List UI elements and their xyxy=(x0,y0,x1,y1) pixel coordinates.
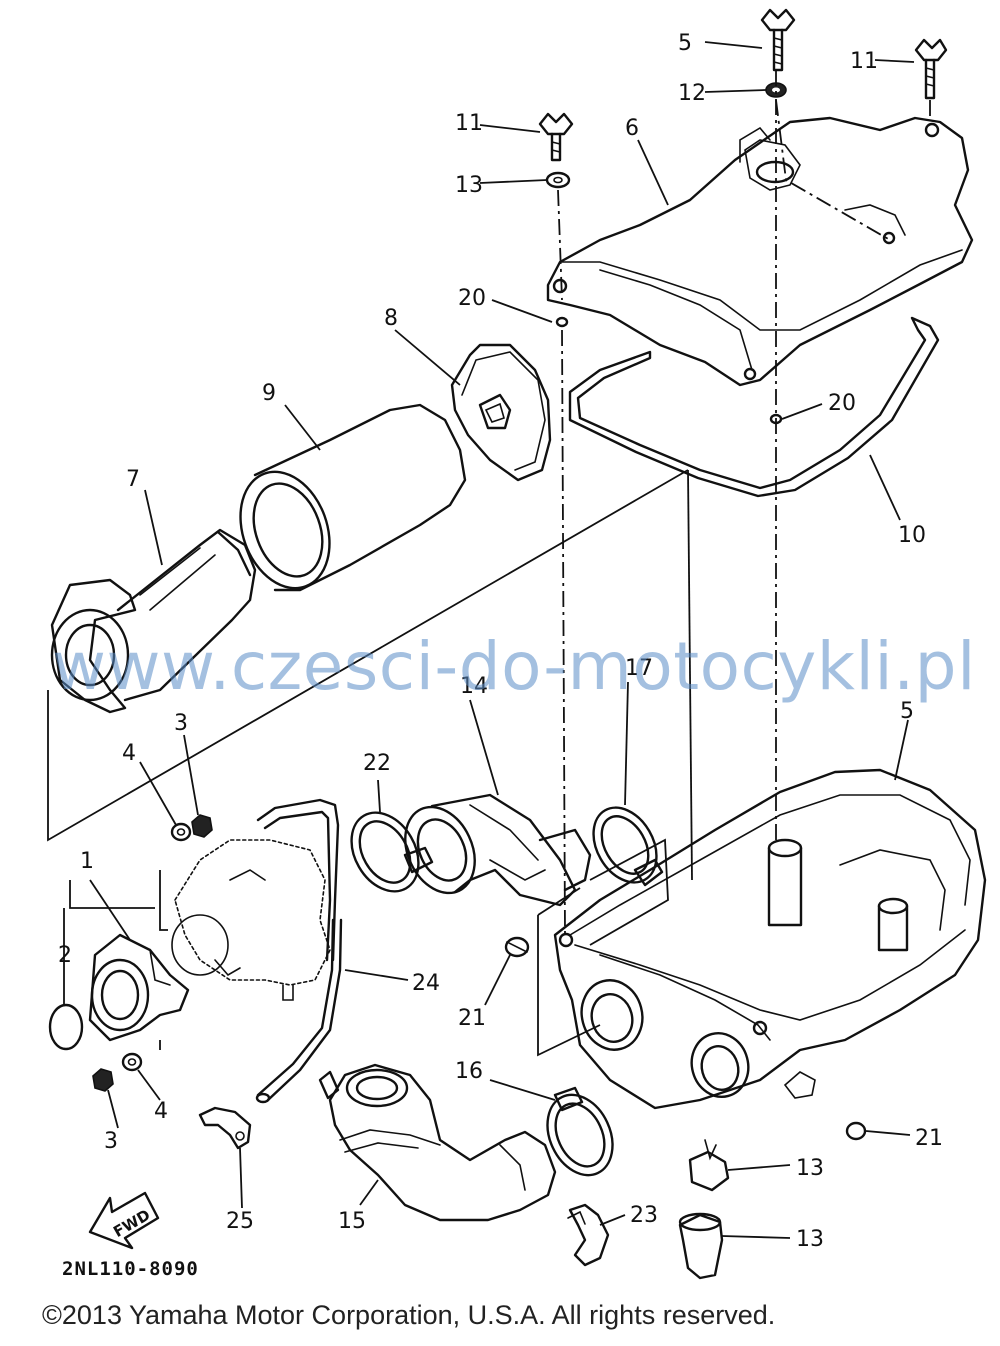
element-part-9 xyxy=(239,403,467,592)
part-number-labels: 5 12 11 11 13 6 20 20 8 9 7 10 5 14 17 2… xyxy=(58,31,943,1252)
part-label-15: 13 xyxy=(796,1156,824,1181)
part-label-7: 7 xyxy=(126,467,140,492)
part-label-11-left: 11 xyxy=(455,111,483,136)
band-part-22 xyxy=(350,811,434,893)
part-label-1: 1 xyxy=(80,849,94,874)
part-label-14: 13 xyxy=(796,1227,824,1252)
air-filter-case-part-5 xyxy=(553,768,987,1110)
case-cap-part-6 xyxy=(546,116,974,387)
fwd-arrow-label: FWD xyxy=(110,1206,153,1241)
part-label-22: 22 xyxy=(363,751,391,776)
clamp-part-15 xyxy=(688,1139,730,1192)
part-label-12: 5 xyxy=(678,31,692,56)
clip-part-25 xyxy=(198,1106,252,1150)
part-label-4-lower: 4 xyxy=(154,1099,168,1124)
part-label-19: 17 xyxy=(625,656,653,681)
element-part-7 xyxy=(50,528,257,714)
joint-part-1 xyxy=(88,933,190,1042)
part-label-3-upper: 3 xyxy=(174,711,188,736)
part-label-16: 14 xyxy=(460,674,488,699)
part-label-18: 16 xyxy=(455,1059,483,1084)
part-label-21-left: 21 xyxy=(458,1006,486,1031)
part-label-13-upper: 12 xyxy=(678,81,706,106)
collar-part-20-left xyxy=(555,316,569,328)
assembly-centerlines xyxy=(557,70,931,936)
drawing-code: 2NL110-8090 xyxy=(62,1258,199,1280)
damper-part-21-left xyxy=(504,936,530,958)
plug-part-23 xyxy=(567,1203,610,1267)
part-label-17: 15 xyxy=(338,1209,366,1234)
nut-part-3-upper xyxy=(191,814,213,838)
drain-cap-part-14 xyxy=(678,1212,724,1280)
bolt-part-12 xyxy=(760,8,796,72)
o-ring-part-2 xyxy=(48,1003,84,1051)
plate-part-8 xyxy=(450,343,552,482)
forward-direction-arrow: FWD xyxy=(88,1191,160,1250)
damper-part-21-right xyxy=(845,1121,867,1141)
washer-part-4-upper xyxy=(170,822,192,842)
band-part-18 xyxy=(546,1086,614,1177)
part-label-2: 2 xyxy=(58,943,72,968)
part-label-21-right: 21 xyxy=(915,1126,943,1151)
band-part-19 xyxy=(592,806,664,887)
part-label-4-upper: 4 xyxy=(122,741,136,766)
part-label-9: 9 xyxy=(262,381,276,406)
part-leader-lines xyxy=(89,41,915,1239)
part-label-25: 25 xyxy=(226,1209,254,1234)
part-label-23: 23 xyxy=(630,1203,658,1228)
part-label-5: 5 xyxy=(900,699,914,724)
website-watermark: www.czesci-do-motocykli.pl xyxy=(52,628,976,705)
gasket-part-10 xyxy=(568,316,940,498)
bolt-part-11-left xyxy=(538,112,574,162)
nut-part-3-lower xyxy=(92,1068,114,1092)
part-label-10: 10 xyxy=(898,523,926,548)
part-label-20-left: 20 xyxy=(458,286,486,311)
carburetor-phantom-outline xyxy=(171,839,331,1001)
assembly-boundary-lines xyxy=(47,469,693,1057)
copyright-notice: ©2013 Yamaha Motor Corporation, U.S.A. A… xyxy=(42,1300,776,1330)
bolt-part-11-right xyxy=(914,38,948,100)
part-label-13-left: 13 xyxy=(455,173,483,198)
joint-part-17 xyxy=(318,1063,557,1222)
part-label-6: 6 xyxy=(625,116,639,141)
hose-part-24 xyxy=(255,798,343,1104)
part-label-8: 8 xyxy=(384,306,398,331)
part-label-24: 24 xyxy=(412,971,440,996)
washer-part-4-lower xyxy=(121,1052,143,1072)
part-label-11-right: 11 xyxy=(850,49,878,74)
washer-part-13-left xyxy=(545,171,571,189)
part-label-3-lower: 3 xyxy=(104,1129,118,1154)
part-label-20-right: 20 xyxy=(828,391,856,416)
